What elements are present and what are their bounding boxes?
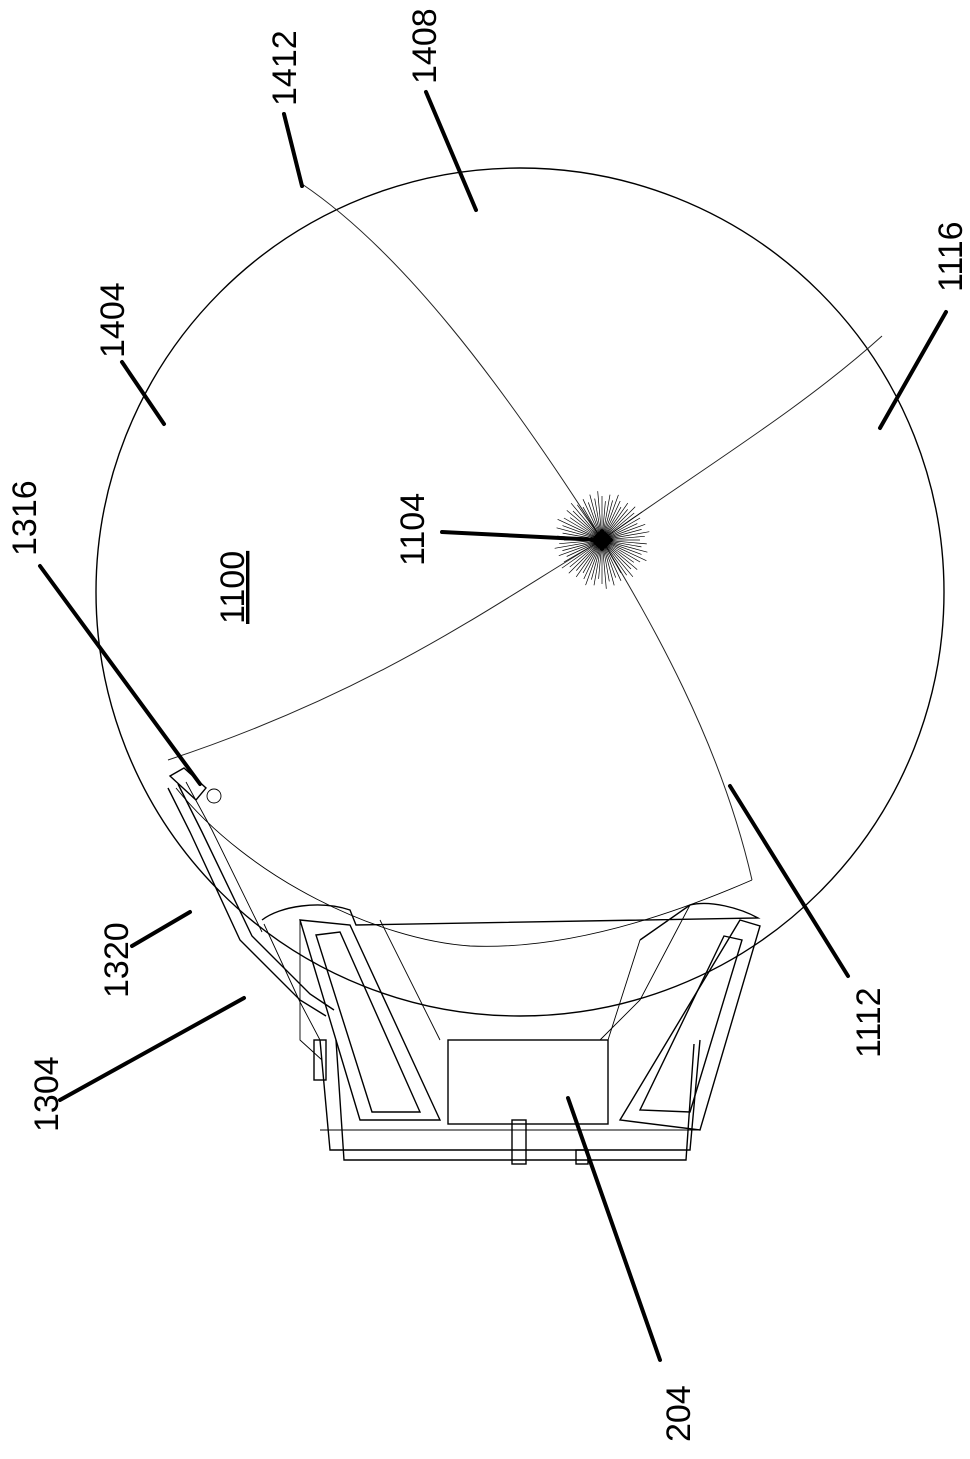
leader-1320	[130, 910, 192, 948]
seam-upper-right	[601, 335, 883, 541]
leader-1316	[38, 564, 202, 786]
seam-lower	[601, 539, 753, 881]
balloon-envelope	[95, 167, 945, 1017]
leader-1116	[878, 310, 948, 430]
label-1320: 1320	[98, 922, 136, 998]
leader-204	[566, 1096, 662, 1362]
valve-ray	[561, 539, 603, 569]
strap	[167, 767, 335, 1017]
label-1412: 1412	[266, 30, 304, 106]
leader-1104	[440, 530, 602, 542]
seam-bottom	[175, 787, 753, 947]
label-1104: 1104	[394, 493, 432, 566]
label-1116: 1116	[932, 221, 970, 292]
seam-left	[167, 539, 603, 761]
leader-lines	[38, 90, 948, 1362]
label-1100: 1100	[214, 551, 252, 624]
leader-1112	[728, 784, 850, 978]
label-204: 204	[660, 1385, 698, 1442]
label-1304: 1304	[28, 1056, 66, 1132]
label-1112: 1112	[850, 987, 888, 1058]
seam-upper	[301, 183, 603, 541]
label-1408: 1408	[406, 8, 444, 84]
valve-ray	[601, 511, 643, 541]
label-1316: 1316	[6, 480, 44, 556]
leader-1408	[424, 90, 478, 212]
base-housing	[261, 902, 761, 1165]
leader-1304	[58, 996, 246, 1102]
leader-1404	[120, 360, 166, 426]
leader-1412	[282, 112, 304, 188]
balloon-outline	[95, 167, 945, 1017]
label-1404: 1404	[94, 282, 132, 358]
reference-labels: 1412 1408 1116 1404 1316 1100 1104 1320 …	[6, 8, 970, 1442]
